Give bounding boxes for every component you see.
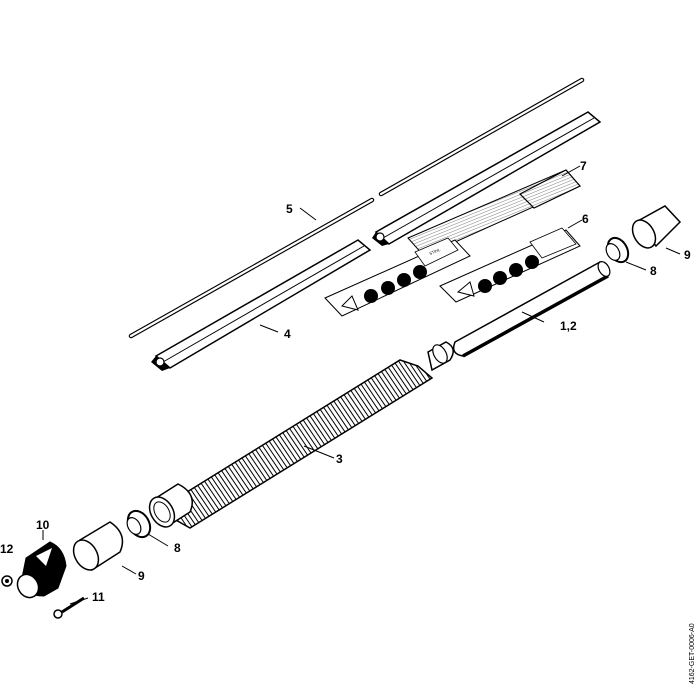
callout-3: 3 [336, 452, 343, 466]
callout-1-2: 1,2 [560, 319, 577, 333]
callout-7: 7 [580, 159, 587, 173]
clamp [16, 541, 67, 599]
guide-profile-lower [151, 239, 372, 371]
end-cap-upper [631, 205, 682, 249]
callout-12: 12 [0, 542, 14, 556]
callout-4: 4 [284, 327, 291, 341]
warning-label-upper: STIHL [324, 237, 471, 317]
drive-rod-lower [128, 197, 375, 339]
label-brand-text: STIHL [429, 247, 442, 256]
sleeve-upper [605, 236, 630, 264]
scale-label [407, 169, 581, 257]
warning-label-lower [439, 227, 581, 303]
reference-code: 4162-GET-0006-A0 [689, 623, 696, 684]
drive-tube-upper [452, 261, 611, 358]
callout-8-upper: 8 [650, 264, 657, 278]
nut [1, 575, 13, 587]
callout-5: 5 [286, 202, 293, 216]
callout-9-lower: 9 [138, 569, 145, 583]
shaft-tube [148, 341, 454, 529]
callout-9-upper: 9 [684, 248, 691, 262]
guide-profile-upper [372, 111, 602, 246]
leader-lines [42, 165, 681, 605]
callout-10: 10 [36, 518, 50, 532]
drive-rod-upper [378, 77, 585, 197]
callout-6: 6 [582, 212, 589, 226]
callout-8-lower: 8 [174, 541, 181, 555]
callout-11: 11 [92, 590, 105, 604]
sleeve-lower [126, 509, 152, 539]
end-cap-lower [72, 521, 124, 572]
